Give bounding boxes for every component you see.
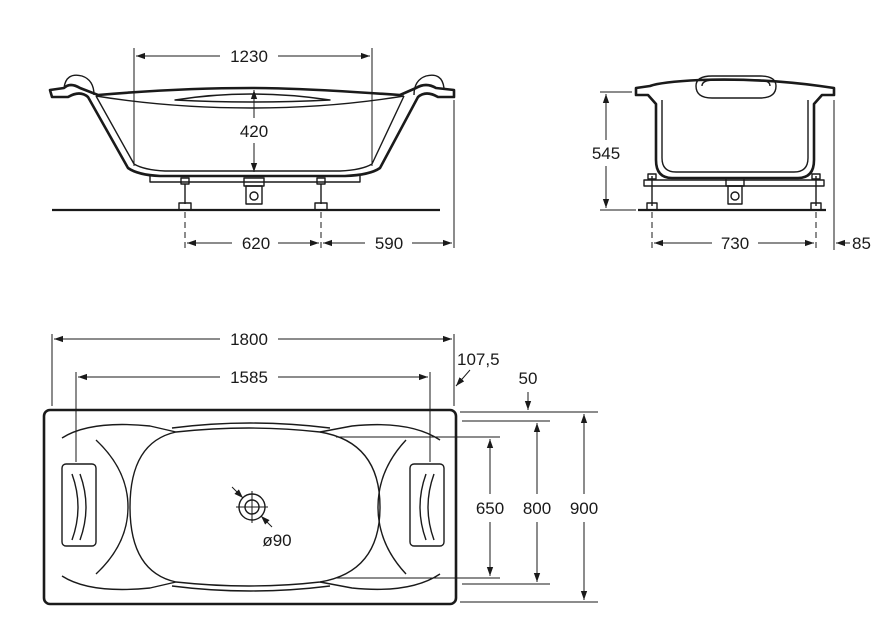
plan-view-drain xyxy=(231,486,273,528)
plan-view-rim-curve-top-right xyxy=(319,423,441,441)
dim-label-drain: ø90 xyxy=(262,531,291,550)
dim-line-107-5 xyxy=(455,369,471,387)
dim-label-107-5: 107,5 xyxy=(457,350,500,369)
dim-label-1585: 1585 xyxy=(230,368,268,387)
end-view-headrest xyxy=(695,75,777,99)
side-view-leg-left xyxy=(178,177,192,211)
side-view: 1230 420 620 590 xyxy=(48,47,456,253)
end-view: 545 730 85 xyxy=(592,75,871,253)
end-view-drain-trap xyxy=(725,177,745,205)
dim-label-620: 620 xyxy=(242,234,270,253)
dim-label-420: 420 xyxy=(240,122,268,141)
end-view-tub-outline xyxy=(634,78,836,180)
dim-label-1230: 1230 xyxy=(230,47,268,66)
plan-view-handle-bottom xyxy=(171,585,331,592)
plan-view-headrest-right xyxy=(409,463,445,547)
plan-view-end-curve-left xyxy=(95,439,129,575)
side-view-tub-outline xyxy=(48,83,456,178)
end-view-inner-shell xyxy=(661,100,809,173)
side-view-drain-trap xyxy=(243,177,265,205)
end-view-leg-right xyxy=(810,173,822,211)
side-view-headrest-right xyxy=(413,74,445,96)
dim-label-650: 650 xyxy=(476,499,504,518)
dim-label-900: 900 xyxy=(570,499,598,518)
side-view-base-frame xyxy=(149,176,361,183)
plan-view-outer-rim xyxy=(42,408,458,606)
drain-leader-top xyxy=(231,486,244,499)
plan-view-rim-curve-top-left xyxy=(61,423,177,439)
dim-label-50: 50 xyxy=(519,369,538,388)
dim-label-545: 545 xyxy=(592,144,620,163)
plan-view-rim-curve-bottom-left xyxy=(61,575,177,591)
side-view-headrest-left xyxy=(63,74,95,96)
side-view-leg-right xyxy=(314,177,328,211)
plan-view-rim-curve-bottom-right xyxy=(319,573,441,591)
plan-view-end-curve-right xyxy=(377,439,407,575)
dim-label-1800: 1800 xyxy=(230,330,268,349)
dim-label-800: 800 xyxy=(523,499,551,518)
plan-view: ø90 1800 1585 107,5 50 650 8 xyxy=(42,330,598,606)
side-view-handle-recess xyxy=(174,93,331,103)
end-view-leg-left xyxy=(646,173,658,211)
plan-view-headrest-left xyxy=(61,463,97,547)
dim-label-590: 590 xyxy=(375,234,403,253)
end-view-support-frame xyxy=(643,179,825,187)
end-view-headrest-inner xyxy=(701,79,771,87)
drain-leader-bottom xyxy=(260,515,273,528)
side-view-rim-curve xyxy=(95,95,405,109)
plan-view-handle-top xyxy=(171,422,331,429)
dim-label-730: 730 xyxy=(721,234,749,253)
dim-label-85: 85 xyxy=(852,234,871,253)
